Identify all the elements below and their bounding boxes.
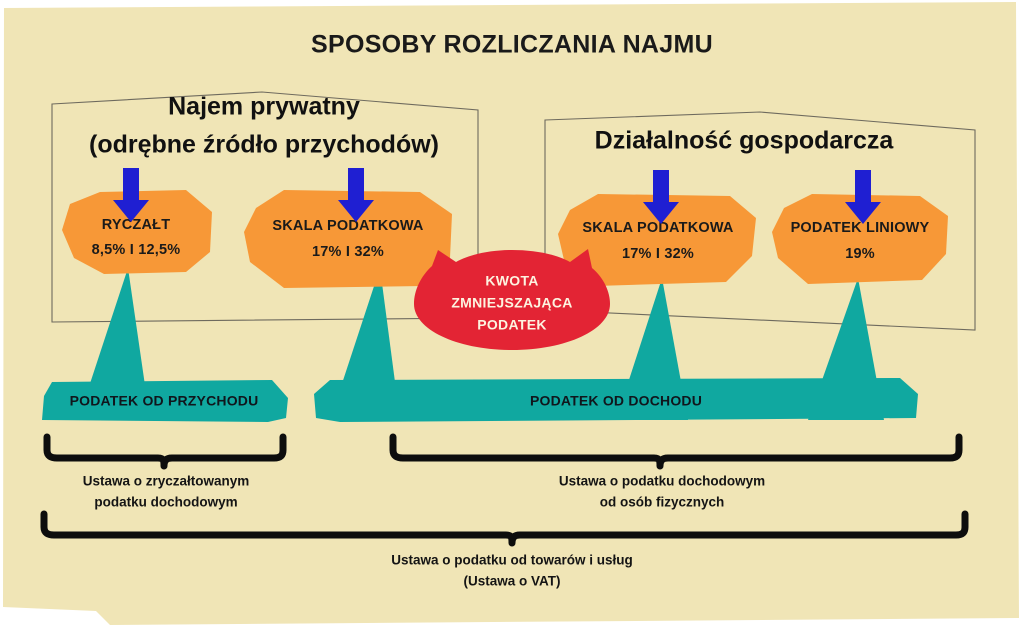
brace-caption-ryczalt-line1: Ustawa o zryczałtowanym bbox=[83, 474, 250, 489]
page-title: SPOSOBY ROZLICZANIA NAJMU bbox=[311, 31, 713, 59]
node-shape-skala-podatkowa-prywatny[interactable] bbox=[244, 190, 452, 288]
brace-caption-vat-line2: (Ustawa o VAT) bbox=[463, 574, 560, 589]
node-label-skala-podatkowa-prywatny: SKALA PODATKOWA bbox=[272, 218, 424, 234]
node-shape-ryczalt[interactable] bbox=[62, 190, 212, 274]
brace-vat bbox=[40, 510, 969, 547]
arrow-down-skala-podatkowa-firma bbox=[643, 170, 679, 224]
callout-kwota-zmniejszajaca-podatek[interactable]: KWOTA ZMNIEJSZAJĄCA PODATEK bbox=[414, 249, 610, 350]
node-shape-skala-podatkowa-firma[interactable] bbox=[558, 194, 756, 286]
brace-caption-ryczalt-line2: podatku dochodowym bbox=[94, 495, 237, 510]
bar-label-podatek-od-przychodu: PODATEK OD PRZYCHODU bbox=[70, 393, 259, 409]
brace-ryczalt bbox=[43, 433, 287, 470]
brace-caption-vat-line1: Ustawa o podatku od towarów i usług bbox=[391, 553, 633, 568]
callout-line2: ZMNIEJSZAJĄCA bbox=[451, 295, 572, 311]
arrow-down-podatek-liniowy bbox=[845, 170, 881, 224]
group-title-najem-prywatny-line2: (odrębne źródło przychodów) bbox=[89, 131, 439, 159]
group-title-najem-prywatny-line1: Najem prywatny bbox=[168, 93, 360, 121]
node-shape-podatek-liniowy[interactable] bbox=[772, 194, 948, 284]
brace-caption-pit-line2: od osób fizycznych bbox=[600, 495, 725, 510]
node-rate-podatek-liniowy: 19% bbox=[845, 246, 875, 262]
callout-line3: PODATEK bbox=[477, 317, 547, 333]
callout-line1: KWOTA bbox=[485, 273, 538, 289]
bar-podatek-od-przychodu[interactable] bbox=[42, 380, 288, 422]
node-label-skala-podatkowa-firma: SKALA PODATKOWA bbox=[582, 220, 734, 236]
node-rate-ryczalt: 8,5% I 12,5% bbox=[92, 242, 181, 258]
group-outline-najem-prywatny bbox=[51, 91, 479, 323]
brace-pit bbox=[389, 433, 963, 470]
bar-label-podatek-od-dochodu: PODATEK OD DOCHODU bbox=[530, 393, 702, 409]
arrow-down-ryczalt bbox=[113, 168, 149, 222]
node-label-podatek-liniowy: PODATEK LINIOWY bbox=[791, 220, 930, 236]
brace-caption-pit-line1: Ustawa o podatku dochodowym bbox=[559, 474, 765, 489]
arrow-down-skala-podatkowa-prywatny bbox=[338, 168, 374, 222]
node-rate-skala-podatkowa-firma: 17% I 32% bbox=[622, 246, 694, 262]
node-label-ryczalt: RYCZAŁT bbox=[102, 217, 171, 233]
node-rate-skala-podatkowa-prywatny: 17% I 32% bbox=[312, 244, 384, 260]
bar-podatek-od-dochodu[interactable] bbox=[314, 378, 918, 422]
group-title-dzialalnosc-gospodarcza-line1: Działalność gospodarcza bbox=[595, 127, 895, 155]
